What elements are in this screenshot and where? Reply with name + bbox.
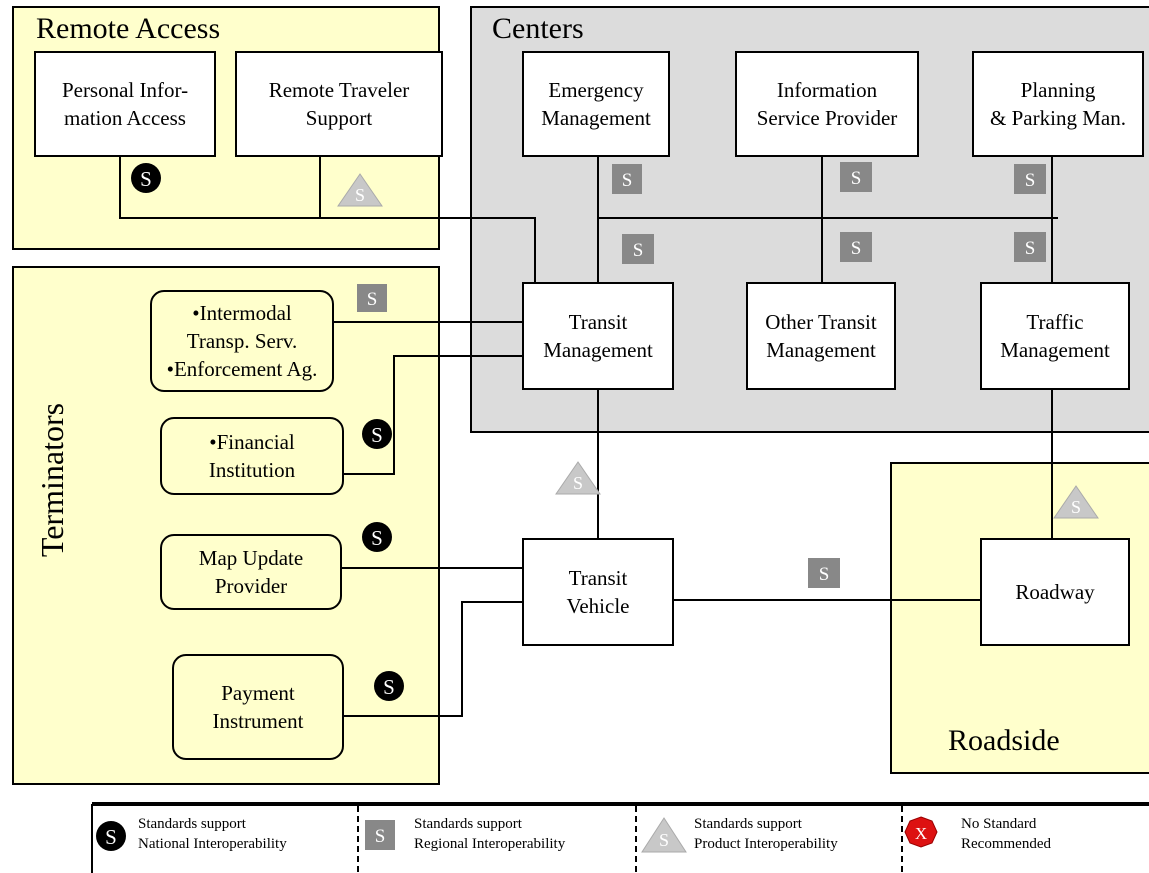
svg-text:S: S — [633, 240, 644, 261]
svg-text:S: S — [1025, 170, 1036, 191]
roadway-node: Roadway — [980, 538, 1130, 646]
national-symbol: S — [362, 522, 392, 552]
regional-symbol: S — [622, 234, 654, 264]
national-symbol: S — [131, 163, 161, 193]
svg-text:S: S — [371, 423, 383, 447]
legend-national-label: Standards support National Interoperabil… — [138, 816, 287, 852]
svg-text:S: S — [1025, 238, 1036, 259]
information-service-provider-node: Information Service Provider — [735, 51, 919, 157]
regional-symbol: S — [808, 558, 840, 588]
legend-no-standard-label: No Standard Recommended — [961, 816, 1051, 852]
svg-text:S: S — [105, 825, 117, 849]
product-symbol: S — [555, 461, 601, 495]
regional-symbol: S — [612, 164, 642, 194]
financial-link-line — [344, 355, 522, 475]
remote-traveler-support-node: Remote Traveler Support — [235, 51, 443, 157]
svg-text:S: S — [355, 185, 365, 205]
svg-text:S: S — [383, 675, 395, 699]
payment-instrument-terminator: Payment Instrument — [172, 654, 344, 760]
svg-text:S: S — [367, 289, 378, 310]
national-symbol: S — [374, 671, 404, 701]
svg-text:S: S — [573, 473, 583, 493]
legend-regional-label: Standards support Regional Interoperabil… — [414, 816, 566, 852]
other-transit-management-node: Other Transit Management — [746, 282, 896, 390]
svg-text:S: S — [371, 526, 383, 550]
svg-text:S: S — [851, 168, 862, 189]
legend-frame — [91, 802, 1149, 873]
svg-text:S: S — [622, 170, 633, 191]
national-symbol: S — [362, 419, 392, 449]
regional-symbol: S — [1014, 232, 1046, 262]
svg-text:S: S — [819, 564, 830, 585]
svg-text:S: S — [140, 167, 152, 191]
transit-management-node: Transit Management — [522, 282, 674, 390]
payment-link-line — [344, 601, 522, 717]
product-symbol: S — [1053, 485, 1099, 519]
planning-parking-node: Planning & Parking Man. — [972, 51, 1144, 157]
svg-text:X: X — [915, 824, 927, 843]
emergency-management-node: Emergency Management — [522, 51, 670, 157]
personal-information-access-node: Personal Infor- mation Access — [34, 51, 216, 157]
svg-text:S: S — [851, 238, 862, 259]
legend-product-label: Standards support Product Interoperabili… — [694, 816, 838, 852]
intermodal-enforcement-terminator: •Intermodal Transp. Serv. •Enforcement A… — [150, 290, 334, 392]
centers-title: Centers — [492, 12, 584, 45]
transit-vehicle-node: Transit Vehicle — [522, 538, 674, 646]
roadside-title: Roadside — [948, 724, 1060, 757]
legend-national-icon: S — [96, 821, 126, 851]
svg-text:S: S — [659, 830, 669, 850]
remote-access-title: Remote Access — [36, 12, 221, 45]
regional-symbol: S — [357, 284, 387, 312]
legend-regional-icon: S — [365, 820, 395, 850]
legend-product-icon: S — [641, 817, 687, 853]
map-update-provider-terminator: Map Update Provider — [160, 534, 342, 610]
regional-symbol: S — [1014, 164, 1046, 194]
regional-symbol: S — [840, 162, 872, 192]
financial-institution-terminator: •Financial Institution — [160, 417, 344, 495]
svg-text:S: S — [1071, 497, 1081, 517]
legend-no-standard-icon: X — [904, 816, 938, 848]
traffic-management-node: Traffic Management — [980, 282, 1130, 390]
svg-text:S: S — [375, 826, 386, 847]
product-symbol: S — [337, 173, 383, 207]
regional-symbol: S — [840, 232, 872, 262]
remote-bus-line — [119, 156, 536, 282]
